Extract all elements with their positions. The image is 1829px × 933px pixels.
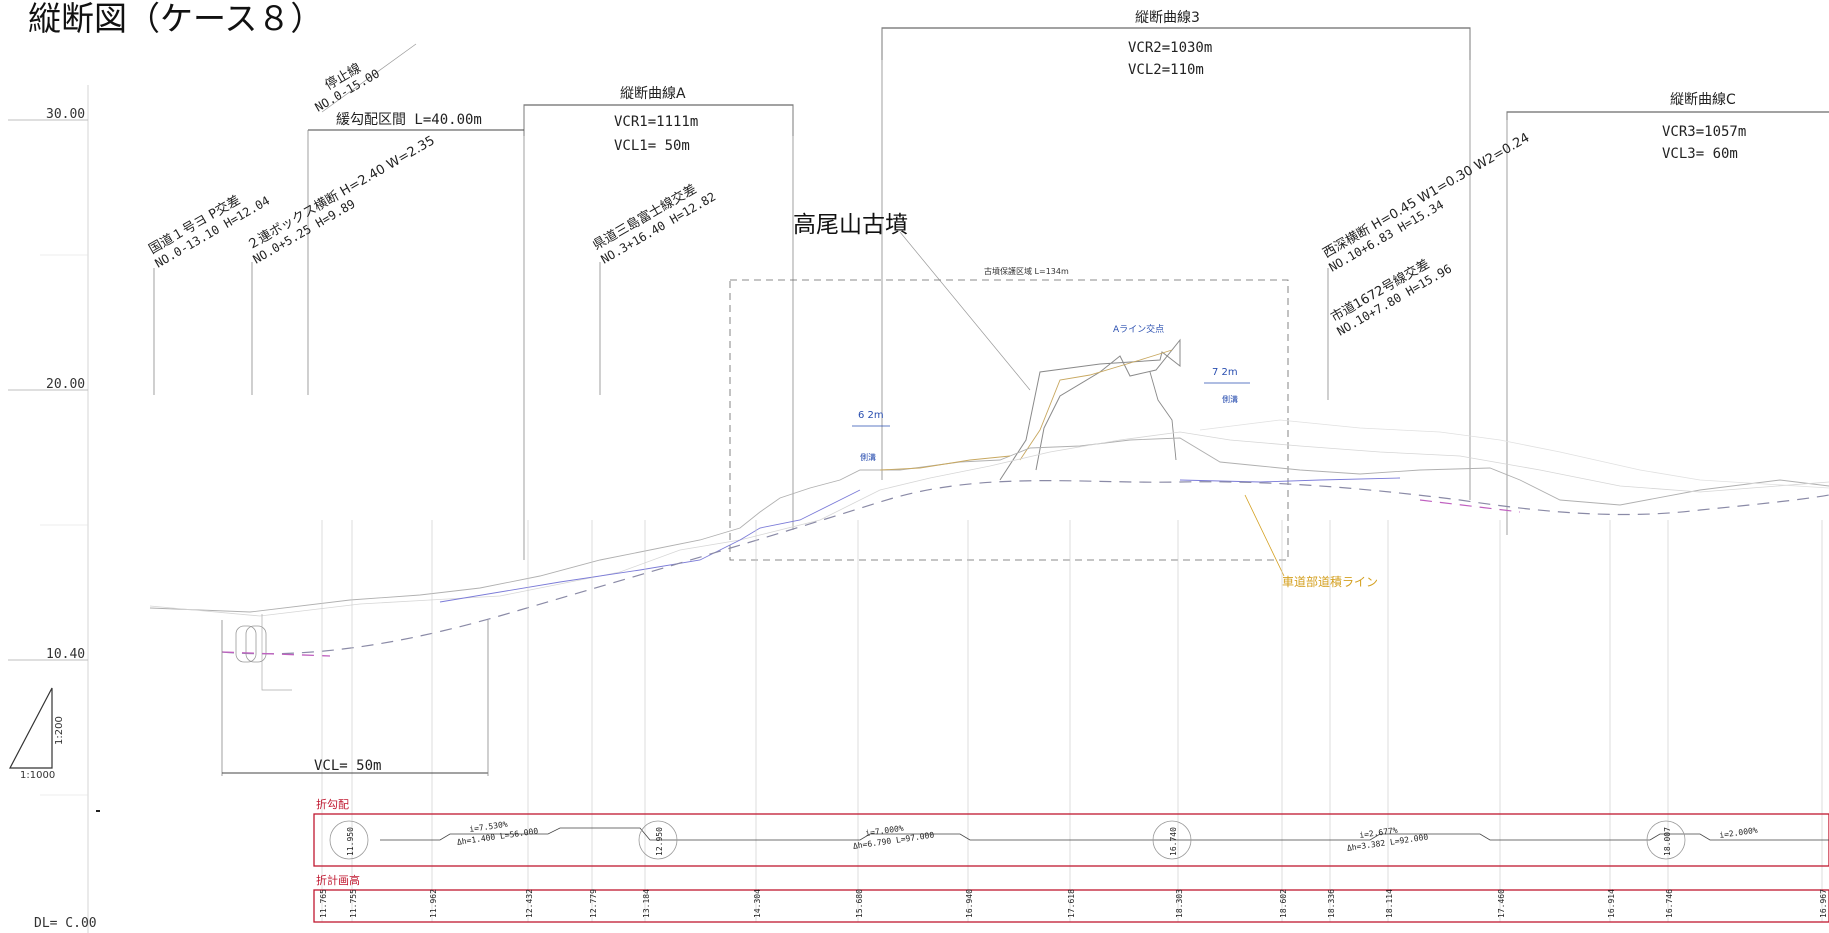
ditch-left: 側溝: [860, 452, 876, 462]
box-culvert-label: ２連ボックス横断 H=2.40 W=2.35: [245, 133, 438, 253]
box-culvert-annotation: ２連ボックス横断 H=2.40 W=2.35 NO.0+5.25 H=9.89: [245, 133, 438, 395]
kendo-annotation: 県道三島富士線交差 NO.3+16.40 H=12.82: [590, 181, 718, 395]
small-mark: [96, 810, 100, 812]
planned-height-value: 13.184: [642, 889, 651, 918]
vertical-curve-c: 縦断曲線C VCR3=1057m VCL3= 60m: [1506, 92, 1829, 535]
curve-c-name: 縦断曲線C: [1670, 92, 1736, 108]
ground-profile: [149, 419, 1829, 691]
planned-height-value: 11.755: [349, 889, 358, 918]
planned-height-value: 16.914: [1607, 889, 1616, 918]
kofun-label: 高尾山古墳: [793, 212, 908, 238]
vip-circle: [638, 820, 678, 860]
planned-height-value: 11.765: [319, 889, 328, 918]
kokudo-annotation: 国道１号ヨ P交差 NO.0-13.10 H=12.04: [146, 192, 272, 395]
gentle-slope-section: 緩勾配区間 L=40.00m: [307, 112, 524, 395]
planned-height-value: 15.680: [855, 889, 864, 918]
planned-height-value: 17.618: [1067, 889, 1076, 918]
height-table-label: 折計画高: [316, 873, 360, 887]
vcl-bottom-dimension: VCL= 50m: [221, 620, 489, 776]
dimension-right: 7 2m: [1212, 367, 1238, 378]
planned-height-value: 11.962: [429, 889, 438, 918]
vertical-curve-b: 縦断曲線3 VCR2=1030m VCL2=110m: [881, 10, 1471, 500]
grade-table: 折勾配 折計画高: [313, 797, 1829, 923]
datum-label: DL= C.00: [34, 916, 97, 931]
station-grid: [321, 520, 1823, 922]
curve-a-vcl: VCL1= 50m: [614, 138, 690, 154]
gentle-slope-label: 緩勾配区間 L=40.00m: [336, 112, 482, 128]
planned-grade-line: [221, 480, 1829, 655]
curve-a-vcr: VCR1=1111m: [614, 114, 698, 130]
planned-height-value: 18.114: [1385, 889, 1394, 918]
vip-elevation: 11.950: [346, 827, 355, 856]
curve-b-name: 縦断曲線3: [1135, 10, 1200, 26]
planned-height-value: 12.432: [525, 889, 534, 918]
planned-grade-line-end: [1419, 499, 1521, 513]
vip-markers: 11.950 12.950 16.740 18.007: [329, 820, 1686, 860]
planned-height-value: 18.602: [1279, 889, 1288, 918]
curve-c-vcr: VCR3=1057m: [1662, 124, 1746, 140]
vip-circle: [1646, 820, 1686, 860]
curve-b-vcr: VCR2=1030m: [1128, 40, 1212, 56]
planned-height-value: 12.779: [589, 889, 598, 918]
stopline-annotation: 停止線 NO.0-15.00: [313, 43, 417, 115]
grade-percent: i=2.000%: [1719, 826, 1759, 840]
vip-circle: [1152, 820, 1192, 860]
protection-zone-label: 古墳保護区域 L=134m: [984, 266, 1069, 276]
planned-height-value: 17.460: [1497, 889, 1506, 918]
kofun-area: 高尾山古墳 古墳保護区域 L=134m Aライン交点 6 2m 側溝 7 2m …: [729, 212, 1289, 561]
curve-c-vcl: VCL3= 60m: [1662, 146, 1738, 162]
scale-horizontal-label: 1:1000: [20, 770, 55, 781]
planned-height-value: 18.336: [1327, 889, 1336, 918]
vip-elevation: 16.740: [1169, 827, 1178, 856]
height-values: 11.765 11.755 11.962 12.432 12.779 13.184 14.3…: [319, 889, 1828, 918]
planned-height-value: 16.940: [965, 889, 974, 918]
water-crossing-label: 西深横断 H=0.45 W1=0.30 W2=0.24: [1321, 131, 1533, 262]
shido-annotation: 市道1672号線交差 NO.10+7.80 H=15.96: [1328, 256, 1454, 339]
elevation-label-30: 30.00: [46, 107, 85, 122]
ditch-right: 側溝: [1222, 394, 1238, 404]
planned-height-value: 16.746: [1665, 889, 1674, 918]
scale-triangle: 1:200 1:1000: [9, 687, 65, 781]
a-line-intersection-label: Aライン交点: [1113, 323, 1164, 335]
vip-elevation: 12.950: [655, 827, 664, 856]
scale-vertical-label: 1:200: [54, 716, 65, 745]
vcl-bottom-label: VCL= 50m: [314, 758, 381, 774]
grade-table-label: 折勾配: [316, 797, 349, 811]
planned-height-value: 14.304: [753, 889, 762, 918]
vip-circle: [329, 820, 369, 860]
drawing-title: 縦断図（ケース８）: [28, 0, 323, 38]
curve-b-vcl: VCL2=110m: [1128, 62, 1204, 78]
elevation-label-10: 10.40: [46, 647, 85, 662]
vip-elevation: 18.007: [1663, 827, 1672, 856]
planned-height-value: 18.303: [1175, 889, 1184, 918]
elevation-label-20: 20.00: [46, 377, 85, 392]
planned-height-value: 16.967: [1819, 889, 1828, 918]
vertical-curve-a: 縦断曲線A VCR1=1111m VCL1= 50m: [523, 86, 794, 560]
curve-a-name: 縦断曲線A: [620, 86, 686, 102]
planned-grade-line-start: [221, 651, 331, 657]
elevation-axis: 30.00 20.00 10.40 DL= C.00: [8, 85, 97, 933]
dimension-left: 6 2m: [858, 410, 884, 421]
